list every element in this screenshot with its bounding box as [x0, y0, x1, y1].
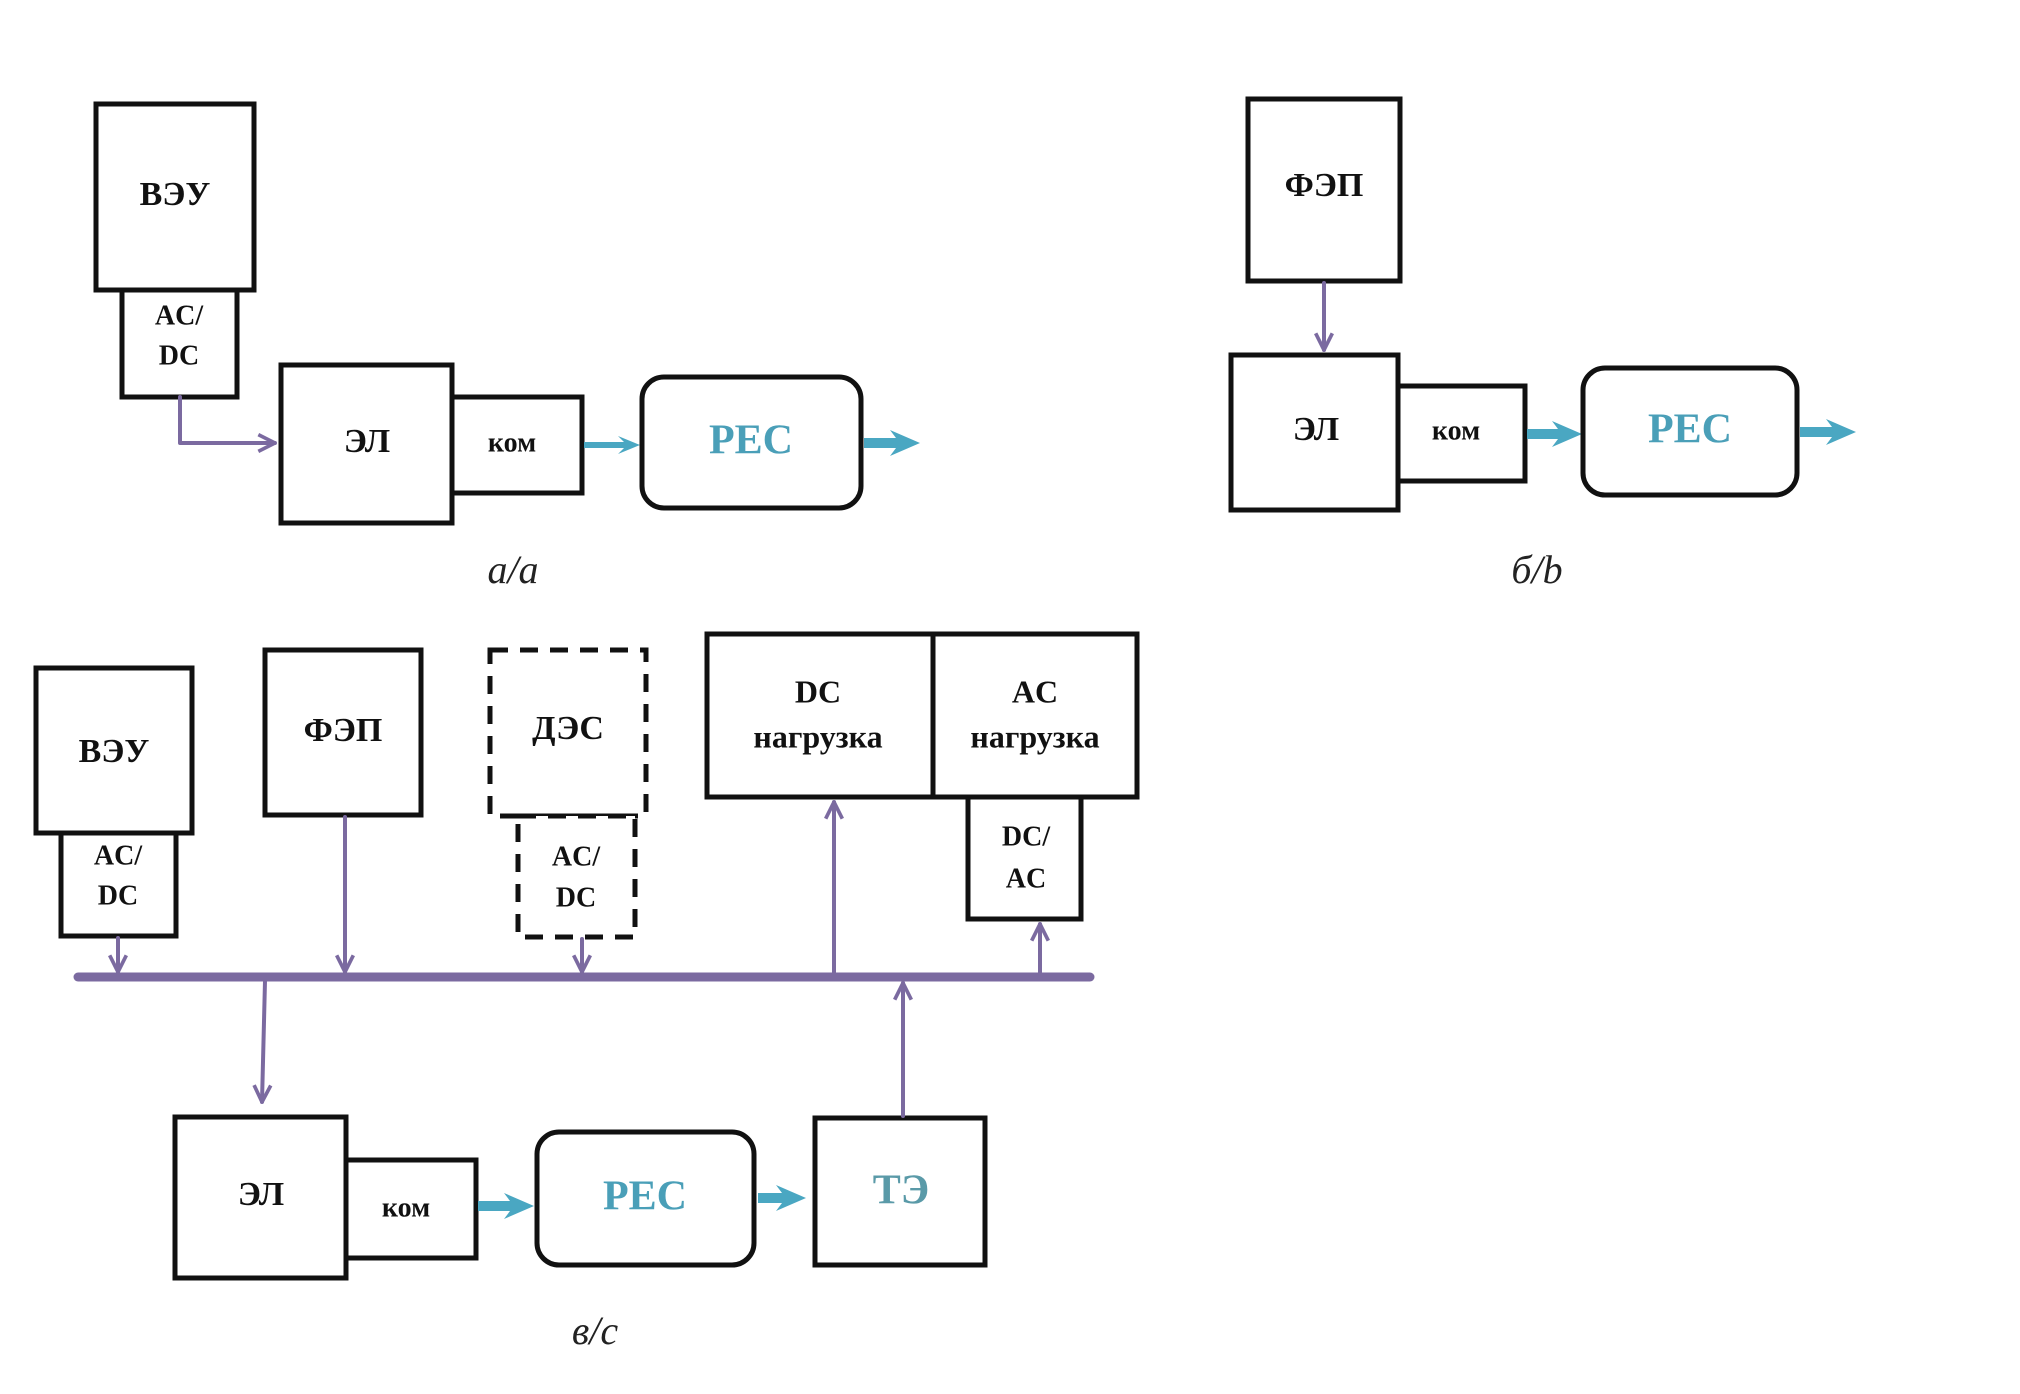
compressor-to-storage-arrow — [478, 1193, 534, 1219]
storage-box — [639, 374, 864, 511]
wind-rectifier-label-2: DC — [98, 880, 138, 911]
fuel-cell-label: ТЭ — [873, 1168, 930, 1214]
electrolyzer-label: ЭЛ — [1293, 411, 1339, 448]
caption-b: б/b — [1511, 547, 1562, 592]
dc-load-label-1: DC — [795, 673, 841, 709]
electrolyzer-box — [172, 1114, 349, 1281]
fuel-cell-box — [812, 1115, 988, 1268]
diesel-generator-label: ДЭС — [532, 710, 604, 747]
electrolyzer-box — [1228, 352, 1401, 513]
ac-load-label-1: AC — [1012, 673, 1058, 709]
ac-load-label-2: нагрузка — [970, 718, 1099, 754]
solar-panel-box — [262, 647, 424, 818]
diesel-rectifier-box — [515, 813, 638, 940]
compressor-box — [1395, 383, 1528, 484]
caption-c: в/c — [572, 1308, 618, 1353]
hydrogen-flow-arrow-shape — [1800, 419, 1856, 445]
diesel-rectifier-label-2: DC — [556, 882, 596, 913]
wind-turbine-label: ВЭУ — [79, 733, 150, 770]
solar-panel-label: ФЭП — [1285, 167, 1364, 204]
inverter-label-2: AC — [1006, 863, 1046, 894]
wind-turbine-box — [33, 665, 195, 836]
storage-box — [534, 1129, 757, 1268]
hydrogen-flow-arrow-shape — [758, 1185, 806, 1211]
compressor-box — [449, 394, 585, 496]
bus-to-electrolyzer-arrow — [262, 979, 265, 1104]
rectifier-label-1: AC/ — [155, 300, 204, 331]
electrolyzer-label: ЭЛ — [344, 423, 390, 460]
compressor-box — [343, 1157, 479, 1261]
rectifier-label-2: DC — [159, 340, 199, 371]
hydrogen-flow-arrow-shape — [1527, 421, 1582, 447]
diagram-c: ВЭУ AC/ DC ФЭП ДЭС AC/ DC DC нагрузка AC… — [33, 631, 1140, 1353]
wind-turbine-label: ВЭУ — [140, 176, 211, 213]
storage-label: РЕС — [603, 1174, 687, 1220]
ac-load-box — [930, 631, 1140, 800]
compressor-label: ком — [488, 427, 536, 458]
solar-panel-label: ФЭП — [304, 712, 383, 749]
diagram-b: ФЭП ЭЛ ком РЕС б/b — [1228, 96, 1856, 592]
dc-load-box — [704, 631, 936, 800]
electrolyzer-box — [278, 362, 455, 526]
wind-rectifier-box — [58, 830, 179, 939]
compressor-label: ком — [1432, 415, 1480, 446]
storage-label: РЕС — [709, 418, 793, 464]
inverter-box — [965, 794, 1084, 922]
rectifier-to-electrolyzer-arrow — [178, 395, 277, 443]
compressor-to-storage-arrow — [1527, 421, 1582, 447]
electrolyzer-label: ЭЛ — [238, 1176, 284, 1213]
compressor-to-storage-arrow — [584, 436, 640, 454]
hydrogen-flow-arrow-shape — [864, 430, 920, 456]
wind-rectifier-label-1: AC/ — [94, 840, 143, 871]
caption-a: а/a — [487, 547, 538, 592]
hydrogen-flow-arrow-shape — [478, 1193, 534, 1219]
diesel-rectifier-label-1: AC/ — [552, 841, 601, 872]
storage-output-arrow — [864, 430, 920, 456]
dc-load-label-2: нагрузка — [753, 718, 882, 754]
storage-box — [1580, 365, 1800, 498]
storage-output-arrow — [1800, 419, 1856, 445]
compressor-label: ком — [382, 1192, 430, 1223]
storage-to-fuel-cell-arrow — [758, 1185, 806, 1211]
hydrogen-flow-arrow-shape — [584, 436, 640, 454]
wind-turbine-box — [93, 101, 257, 293]
diagram-a: ВЭУ AC/ DC ЭЛ ком РЕС а/a — [93, 101, 920, 592]
inverter-label-1: DC/ — [1002, 821, 1051, 852]
storage-label: РЕС — [1648, 407, 1732, 453]
